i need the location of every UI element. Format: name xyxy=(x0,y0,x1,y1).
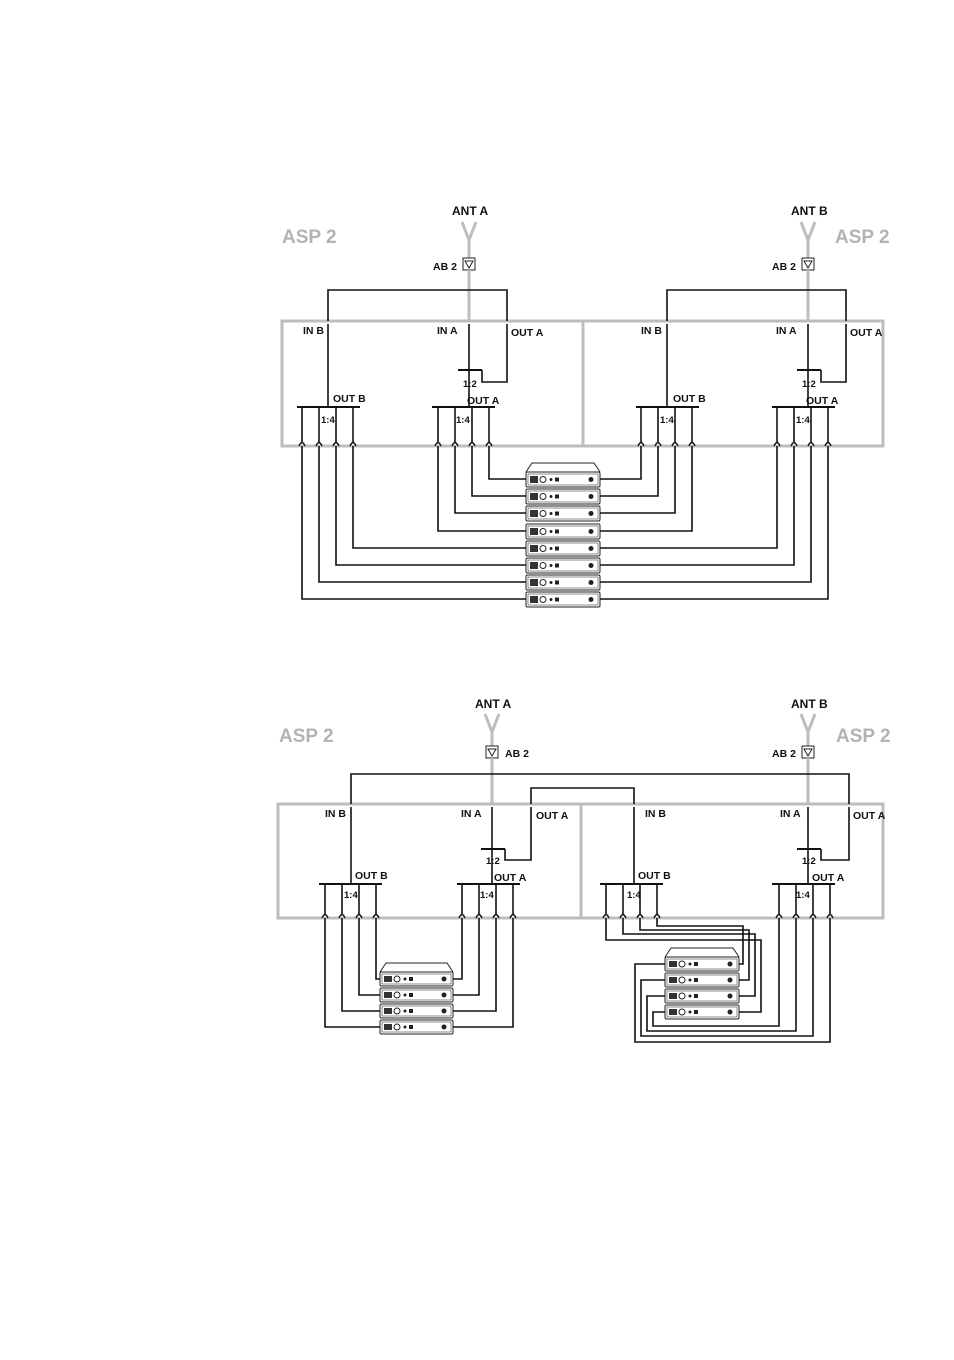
split4-label-3: 1:4 xyxy=(660,415,674,426)
bottom-diagram: ASP 2 ASP 2 ANT A ANT B AB 2 AB 2 IN B I… xyxy=(278,697,891,1042)
receiver-unit-icon xyxy=(526,524,600,539)
out-a-label-4: OUT A xyxy=(853,810,886,822)
cable xyxy=(342,918,380,1011)
booster-triangle-icon xyxy=(802,258,814,270)
top-diagram: ASP 2 ASP 2 ANT A ANT B AB 2 AB 2 xyxy=(282,204,890,607)
booster-triangle-icon xyxy=(486,746,498,758)
asp-label-right: ASP 2 xyxy=(835,227,890,248)
receiver-unit-icon xyxy=(665,989,739,1003)
bottom-output-wiring xyxy=(322,884,833,1042)
out-a-sub-label-4: OUT A xyxy=(812,872,845,884)
booster-triangle-icon xyxy=(802,746,814,758)
split4-label-2: 1:4 xyxy=(456,415,470,426)
booster-triangle-icon xyxy=(463,258,475,270)
split4-label-8: 1:4 xyxy=(796,890,810,901)
ab2-label-3: AB 2 xyxy=(505,748,529,760)
ant-a-label: ANT A xyxy=(452,204,489,218)
in-b-label-1: IN B xyxy=(303,325,324,337)
cable xyxy=(600,446,658,496)
receiver-unit-icon xyxy=(380,1020,453,1034)
asp-label-right-2: ASP 2 xyxy=(836,726,891,747)
asp-label-left-2: ASP 2 xyxy=(279,726,334,747)
in-a-label-1: IN A xyxy=(437,325,458,337)
split4-label-5: 1:4 xyxy=(344,890,358,901)
split2-label-3: 1:2 xyxy=(486,856,500,867)
cable xyxy=(600,446,692,531)
cable xyxy=(600,446,811,582)
cable xyxy=(359,918,380,995)
cable xyxy=(453,918,479,995)
antenna-icon xyxy=(485,714,499,746)
antenna-icon xyxy=(462,222,476,258)
receiver-unit-icon xyxy=(526,575,600,590)
in-b-label-2: IN B xyxy=(641,325,662,337)
antenna-icon xyxy=(801,222,815,258)
out-a-sub-label-2: OUT A xyxy=(806,395,839,407)
in-a-label-3: IN A xyxy=(461,808,482,820)
receiver-unit-icon xyxy=(665,973,739,987)
out-a-label-3: OUT A xyxy=(536,810,569,822)
out-a-label-2: OUT A xyxy=(850,327,883,339)
receiver-unit-icon xyxy=(380,988,453,1002)
cable xyxy=(600,446,641,479)
out-a-sub-label-1: OUT A xyxy=(467,395,500,407)
split2-label-1: 1:2 xyxy=(463,379,477,390)
split2-label-2: 1:2 xyxy=(802,379,816,390)
split4-label-1: 1:4 xyxy=(321,415,335,426)
receiver-unit-icon xyxy=(665,957,739,971)
receiver-unit-icon xyxy=(526,489,600,504)
cable xyxy=(600,446,794,565)
asp-unit-right xyxy=(583,321,883,446)
cable xyxy=(376,918,380,979)
cable xyxy=(600,446,777,548)
ab2-label-4: AB 2 xyxy=(772,748,796,760)
out-b-label-1: OUT B xyxy=(333,393,366,405)
cable xyxy=(453,918,462,979)
receiver-unit-icon xyxy=(665,1005,739,1019)
out-b-label-2: OUT B xyxy=(673,393,706,405)
receiver-unit-icon xyxy=(526,592,600,607)
asp-unit-left xyxy=(282,321,583,446)
split2-label-4: 1:2 xyxy=(802,856,816,867)
ant-b-label-2: ANT B xyxy=(791,697,828,711)
receiver-unit-icon xyxy=(380,1004,453,1018)
in-a-label-4: IN A xyxy=(780,808,801,820)
cable xyxy=(453,918,496,1011)
ab2-label-left: AB 2 xyxy=(433,261,457,273)
split4-label-4: 1:4 xyxy=(796,415,810,426)
cable xyxy=(336,446,526,565)
out-b-label-3: OUT B xyxy=(355,870,388,882)
in-b-label-4: IN B xyxy=(645,808,666,820)
receiver-unit-icon xyxy=(526,541,600,556)
receiver-unit-icon xyxy=(526,558,600,573)
cable xyxy=(489,446,526,479)
receiver-unit-icon xyxy=(380,972,453,986)
receiver-unit-icon xyxy=(526,506,600,521)
top-output-wiring xyxy=(299,407,831,607)
out-a-sub-label-3: OUT A xyxy=(494,872,527,884)
in-a-label-2: IN A xyxy=(776,325,797,337)
cable xyxy=(353,446,526,548)
out-b-label-4: OUT B xyxy=(638,870,671,882)
rack-cover xyxy=(526,463,600,472)
ab2-label-right: AB 2 xyxy=(772,261,796,273)
cable xyxy=(472,446,526,496)
rack-cover xyxy=(380,963,453,972)
out-a-label-1: OUT A xyxy=(511,327,544,339)
ant-b-label: ANT B xyxy=(791,204,828,218)
antenna-icon xyxy=(801,714,815,746)
cable xyxy=(319,446,526,582)
in-b-label-3: IN B xyxy=(325,808,346,820)
cable xyxy=(438,446,526,531)
receiver-unit-icon xyxy=(526,472,600,487)
rack-cover xyxy=(665,948,739,957)
split4-label-6: 1:4 xyxy=(480,890,494,901)
ant-a-label-2: ANT A xyxy=(475,697,512,711)
asp-label-left: ASP 2 xyxy=(282,227,337,248)
